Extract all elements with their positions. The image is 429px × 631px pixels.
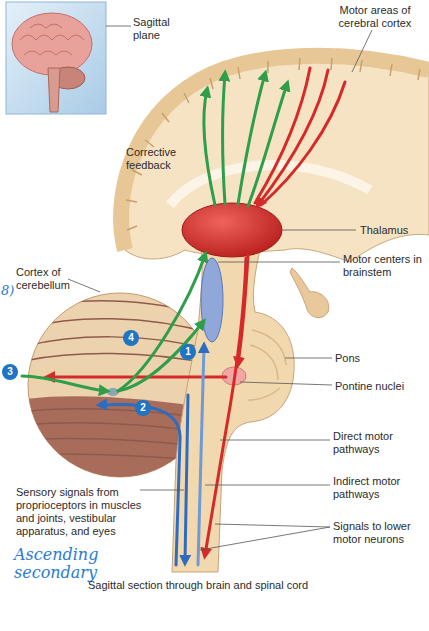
part-label: Sagittal plane [133,16,183,42]
leader-line [240,382,332,385]
green-pathway [118,255,205,391]
sagittal-plane-panel [6,2,106,114]
red-pathway [205,258,246,555]
handwritten-note: Ascending secondary [14,546,110,582]
callout-number: 2 [135,400,151,416]
blue-pathway [185,395,188,562]
part-label: Direct motor pathways [333,430,413,456]
leader-line [282,230,356,231]
callout-text: 3 [7,366,13,377]
inset-brain [12,13,92,75]
callout-number: 1 [180,344,196,360]
part-label: Sensory signals from proprioceptors in m… [16,486,151,538]
part-label: Motor centers in brainstem [343,253,429,279]
leader-line [220,440,330,441]
sulci [126,58,420,230]
figure-caption: Sagittal section through brain and spina… [88,579,408,592]
cerebrum [121,56,429,262]
callout-number: 3 [2,364,18,380]
green-pathway [238,74,265,204]
inset-brainstem [48,68,60,112]
part-label: Signals to lower motor neurons [333,520,423,546]
callout-number: 4 [123,330,139,346]
leader-line [352,30,372,72]
leader-line [218,262,340,263]
inset-gyri [20,24,84,55]
blue-pathway [100,404,180,565]
pituitary [290,268,329,318]
green-pathway [223,74,225,204]
green-pathway [22,376,106,391]
part-label: Pontine nuclei [335,380,425,393]
leader-line [140,490,184,491]
blue-pathway [198,346,204,565]
green-pathway [248,84,287,206]
part-label: Cortex of cerebellum [16,266,78,292]
corpus-callosum [170,165,370,205]
part-label: Corrective feedback [126,146,188,172]
pons-fibers [248,330,286,400]
red-pathway [261,82,345,205]
motor-centers [201,258,223,342]
handwritten-note: 8) [1,283,23,298]
thalamus [182,203,282,257]
leader-line [200,524,330,550]
leader-line [285,358,332,359]
part-label: Pons [335,352,395,365]
leader-line [106,26,131,27]
part-label: Thalamus [360,224,424,237]
leader-line [68,279,100,292]
green-pathway [204,90,215,205]
part-label: Motor areas of cerebral cortex [330,4,420,30]
leader-line [205,485,330,486]
callout-text: 2 [140,402,146,413]
part-label: Indirect motor pathways [333,475,415,501]
leader-lines [68,26,372,550]
callout-text: 1 [185,346,191,357]
callout-text: 4 [128,332,134,343]
